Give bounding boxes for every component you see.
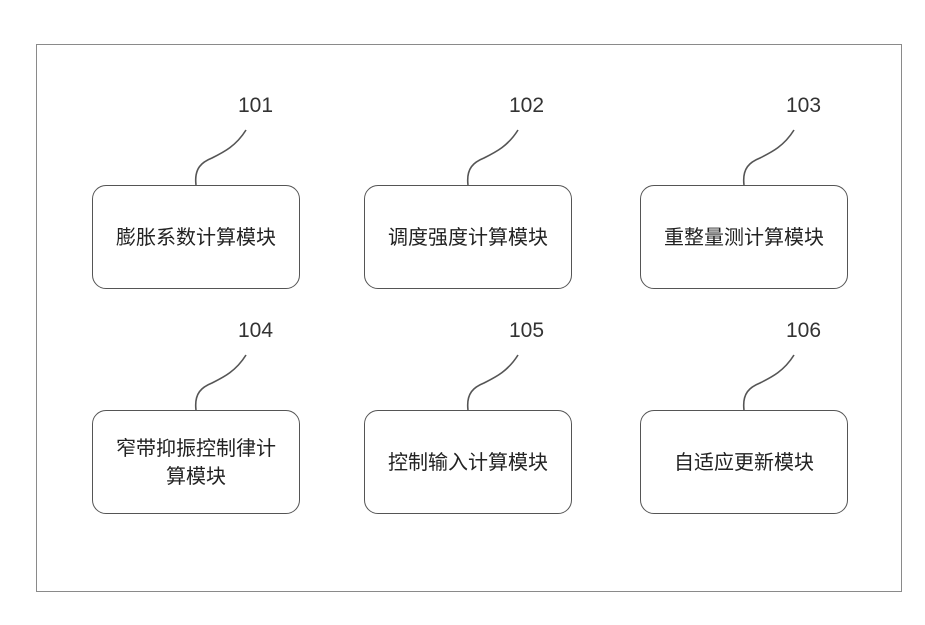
module-label: 膨胀系数计算模块: [116, 223, 276, 251]
module-label: 重整量测计算模块: [664, 223, 824, 251]
module-box-103: 重整量测计算模块: [640, 185, 848, 289]
module-label: 窄带抑振控制律计算模块: [108, 434, 284, 490]
leader-line-106: [744, 355, 794, 410]
leader-line-104: [196, 355, 246, 410]
leader-line-102: [468, 130, 518, 185]
leader-line-103: [744, 130, 794, 185]
module-box-105: 控制输入计算模块: [364, 410, 572, 514]
module-box-102: 调度强度计算模块: [364, 185, 572, 289]
ref-number-101: 101: [238, 94, 273, 118]
ref-number-102: 102: [509, 94, 544, 118]
module-label: 调度强度计算模块: [388, 223, 548, 251]
ref-number-106: 106: [786, 319, 821, 343]
module-label: 控制输入计算模块: [388, 448, 548, 476]
ref-number-104: 104: [238, 319, 273, 343]
ref-number-105: 105: [509, 319, 544, 343]
module-box-101: 膨胀系数计算模块: [92, 185, 300, 289]
ref-number-103: 103: [786, 94, 821, 118]
module-box-104: 窄带抑振控制律计算模块: [92, 410, 300, 514]
leader-line-101: [196, 130, 246, 185]
module-label: 自适应更新模块: [674, 448, 814, 476]
leader-line-105: [468, 355, 518, 410]
module-box-106: 自适应更新模块: [640, 410, 848, 514]
